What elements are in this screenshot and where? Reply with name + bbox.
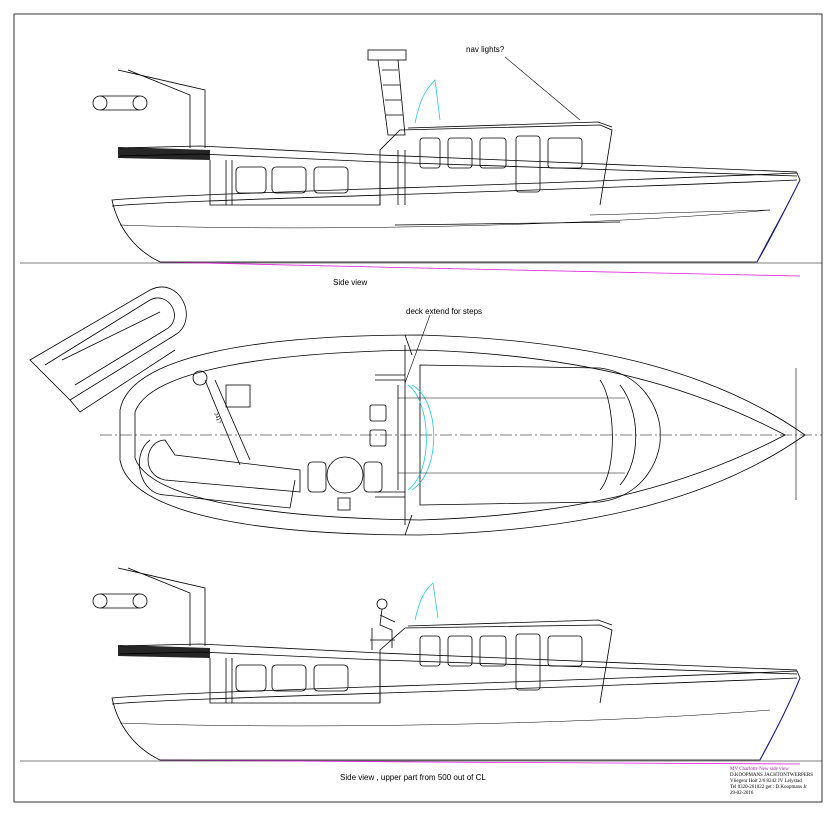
deck-extend-annotation: deck extend for steps bbox=[406, 307, 483, 316]
hull-top bbox=[111, 172, 801, 263]
hull-bottom bbox=[111, 670, 801, 761]
title-block-line-1: MV Charlotte New side view bbox=[730, 767, 789, 772]
title-block: MV Charlotte New side view D.KOOPMANS JA… bbox=[730, 767, 813, 797]
title-block-line-4: Tel 0320-261022 get : D.Koopmans Jr bbox=[730, 785, 807, 790]
nav-lights-annotation: nav lights? bbox=[466, 45, 505, 54]
waterline-top-magenta bbox=[159, 261, 801, 277]
side-view-top bbox=[20, 49, 822, 277]
title-block-line-3: Vliegenr Hoit 2/6 8242 JV Lelystad bbox=[730, 779, 802, 784]
side-view-bottom bbox=[20, 567, 822, 765]
waterline-bottom-magenta bbox=[159, 759, 801, 765]
title-block-line-5: 29-02-2016 bbox=[730, 791, 754, 796]
side-view-label: Side view bbox=[333, 278, 368, 287]
sheet-frame bbox=[13, 13, 823, 803]
deck-outline bbox=[119, 334, 806, 536]
side-view-upper-label: Side view , upper part from 500 out of C… bbox=[340, 773, 486, 782]
title-block-line-2: D.KOOPMANS JACHTONTWERPERS bbox=[730, 773, 813, 778]
plan-view bbox=[29, 286, 822, 536]
